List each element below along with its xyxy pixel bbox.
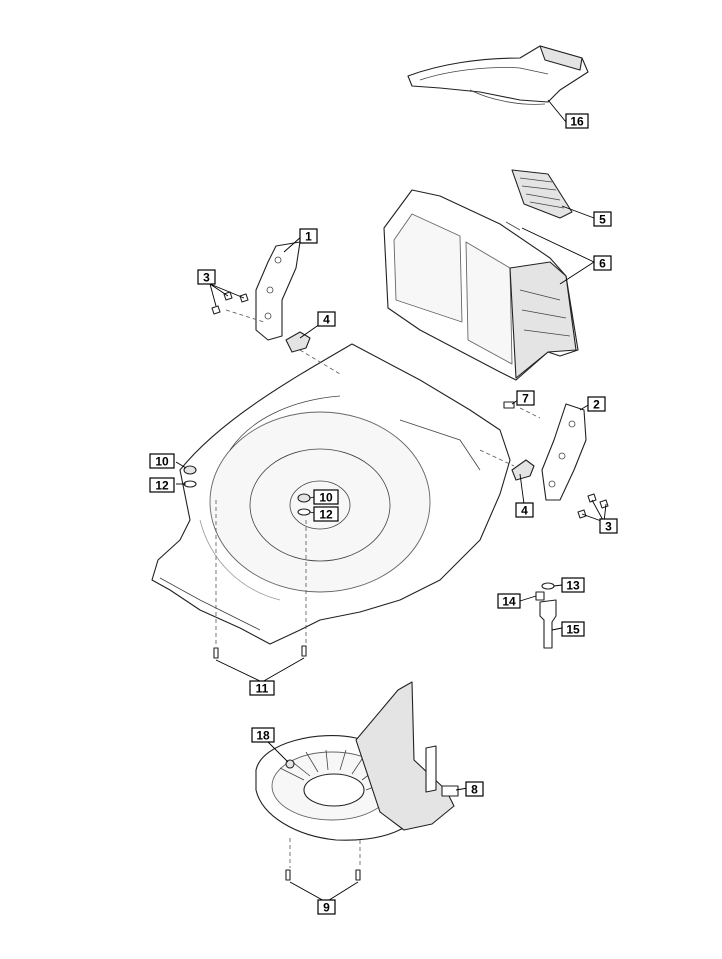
part-12-washer-center xyxy=(297,508,311,516)
svg-text:5: 5 xyxy=(599,213,606,227)
callout-10-center: 10 xyxy=(313,489,339,505)
svg-text:12: 12 xyxy=(155,479,169,493)
callout-2: 2 xyxy=(587,396,606,412)
part-4-clip-right xyxy=(511,459,535,481)
svg-text:11: 11 xyxy=(256,682,269,696)
svg-text:2: 2 xyxy=(593,398,600,412)
part-13-ring xyxy=(541,582,555,590)
callout-4-right: 4 xyxy=(515,502,534,518)
svg-text:18: 18 xyxy=(256,729,270,743)
part-2-bracket xyxy=(541,403,587,501)
part-10-nut-center xyxy=(297,493,311,503)
callout-3-left: 3 xyxy=(197,269,216,285)
mulch-insert xyxy=(255,681,459,841)
svg-text:3: 3 xyxy=(203,271,210,285)
svg-text:8: 8 xyxy=(471,783,478,797)
callout-12-left: 12 xyxy=(149,477,175,493)
svg-text:14: 14 xyxy=(502,595,516,609)
assembly-lines xyxy=(215,309,541,868)
part-16-cover xyxy=(407,45,589,105)
part-10-nut-left xyxy=(183,465,197,475)
svg-text:4: 4 xyxy=(521,504,528,518)
callout-10-left: 10 xyxy=(149,453,175,469)
svg-text:4: 4 xyxy=(323,313,330,327)
svg-text:6: 6 xyxy=(599,257,606,271)
svg-text:7: 7 xyxy=(522,392,529,406)
callout-6: 6 xyxy=(593,255,612,271)
part-3-screws-left xyxy=(211,291,249,315)
part-15-shaft xyxy=(539,599,557,649)
part-9-screws xyxy=(285,869,361,881)
callout-5: 5 xyxy=(593,211,612,227)
svg-text:10: 10 xyxy=(155,455,169,469)
callout-16: 16 xyxy=(565,113,589,129)
callout-18: 18 xyxy=(251,727,275,743)
callout-8: 8 xyxy=(465,781,484,797)
callout-3-right: 3 xyxy=(599,518,618,534)
svg-text:1: 1 xyxy=(305,230,312,244)
callout-14: 14 xyxy=(497,593,521,609)
callout-4-left: 4 xyxy=(317,311,336,327)
svg-text:15: 15 xyxy=(566,623,580,637)
svg-text:13: 13 xyxy=(566,579,580,593)
part-5-filter-cover xyxy=(511,169,573,219)
callout-1: 1 xyxy=(299,228,318,244)
svg-text:12: 12 xyxy=(319,508,333,522)
callout-13: 13 xyxy=(561,577,585,593)
svg-text:9: 9 xyxy=(323,901,330,915)
grass-housing xyxy=(383,189,579,381)
part-11-screws xyxy=(213,645,307,659)
part-4-clip-left xyxy=(285,331,311,353)
part-1-bracket xyxy=(255,241,301,341)
callout-11: 11 xyxy=(249,680,275,696)
callout-15: 15 xyxy=(561,621,585,637)
svg-text:3: 3 xyxy=(605,520,612,534)
callout-7: 7 xyxy=(516,390,535,406)
part-7-screw xyxy=(503,401,515,409)
svg-text:10: 10 xyxy=(319,491,333,505)
callout-12-center: 12 xyxy=(313,506,339,522)
part-14-screw xyxy=(535,591,545,601)
svg-text:16: 16 xyxy=(570,115,584,129)
callout-9: 9 xyxy=(317,899,336,915)
